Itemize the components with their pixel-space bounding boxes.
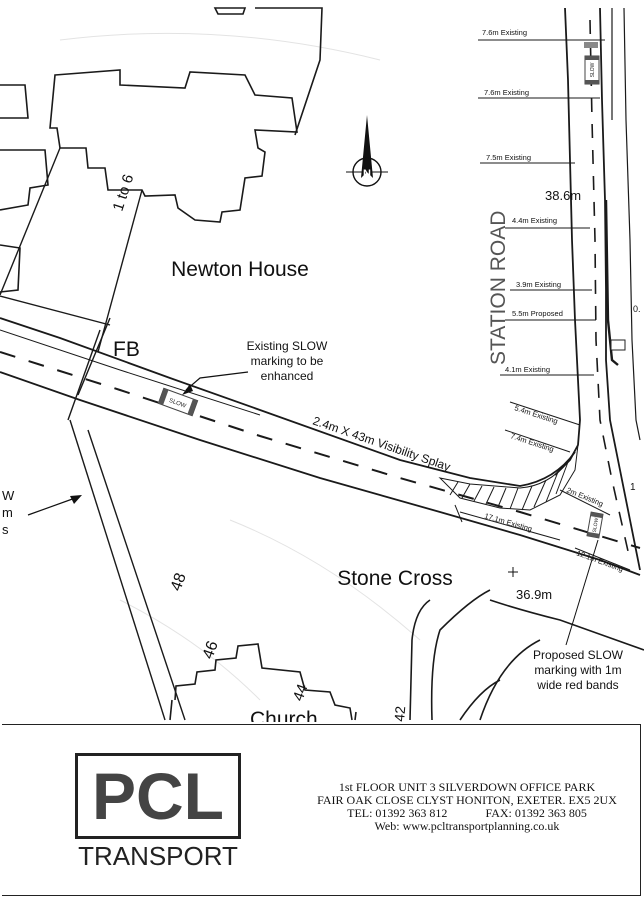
church-building-partial: [169, 643, 357, 721]
slow-road-marking: SLOW: [157, 387, 199, 417]
left-edge-label-s: s: [2, 522, 9, 537]
existing-slow-leader: [182, 371, 249, 395]
station-road-marker-block: [584, 42, 598, 48]
map-background: [0, 0, 644, 722]
proposed-slow-note-1: Proposed SLOW: [533, 648, 624, 662]
spot-height-36-9: 36.9m: [516, 587, 552, 602]
right-edge-label-1: 1: [630, 482, 636, 493]
dimension-label-4: 4.4m Existing: [512, 216, 557, 225]
main-road-edges: [0, 317, 641, 576]
site-plan-map: SLOW SLOW SLOW N: [0, 0, 644, 722]
svg-text:N: N: [363, 168, 371, 180]
faint-contour-lines: [59, 32, 421, 701]
site-plan-svg: SLOW SLOW SLOW N: [0, 0, 644, 722]
north-arrow-icon: N: [346, 115, 388, 187]
stone-cross-label: Stone Cross: [337, 567, 453, 590]
fb-label: FB: [113, 338, 140, 361]
station-road-label: STATION ROAD: [487, 211, 510, 365]
slow-text-main: SLOW: [168, 398, 187, 410]
church-label: Church: [250, 708, 318, 722]
newton-house-building: [0, 7, 323, 293]
website: Web: www.pcltransportplanning.co.uk: [374, 819, 560, 833]
pcl-logo: PCL: [75, 753, 241, 839]
spot-height-38-6: 38.6m: [545, 188, 581, 203]
logo-sub-text: TRANSPORT: [78, 841, 238, 871]
dimension-label-3: 7.5m Existing: [486, 153, 531, 162]
house-number-44: 44: [290, 682, 312, 703]
title-block: PCL TRANSPORT 1st FLOOR UNIT 3 SILVERDOW…: [2, 724, 641, 896]
visibility-splay-hatch: [438, 444, 579, 511]
left-pointer-arrow: [27, 495, 82, 516]
right-edge-label-0: 0.: [633, 304, 641, 314]
station-road-slow-marking: SLOW: [584, 55, 600, 85]
house-number-42: 42: [391, 705, 408, 722]
station-road-centreline: [589, 19, 631, 561]
dimension-label-2: 7.6m Existing: [484, 88, 529, 97]
road-centreline: [0, 351, 641, 549]
proposed-slow-marking: SLOW: [586, 511, 604, 539]
building-boundary-lines: [0, 147, 143, 353]
dimension-label-6: 5.5m Proposed: [512, 309, 563, 318]
house-number-48: 48: [168, 571, 190, 594]
existing-slow-note-2: marking to be: [251, 354, 324, 368]
house-number-46: 46: [200, 639, 222, 662]
address-line-2: FAIR OAK CLOSE CLYST HONITON, EXETER. EX…: [317, 793, 617, 807]
address-line-1: 1st FLOOR UNIT 3 SILVERDOWN OFFICE PARK: [338, 780, 596, 794]
footpath-lines: [67, 317, 186, 721]
stone-cross-kerbs: [409, 589, 644, 721]
dimension-label-7: 4.1m Existing: [505, 365, 550, 374]
proposed-slow-note-3: wide red bands: [536, 678, 618, 692]
dimension-leaders: [454, 39, 631, 571]
company-address: 1st FLOOR UNIT 3 SILVERDOWN OFFICE PARK …: [302, 781, 632, 833]
dimension-label-5: 3.9m Existing: [516, 280, 561, 289]
left-edge-label-m: m: [2, 505, 13, 520]
station-road-box: [610, 339, 626, 351]
fax: FAX: 01392 363 805: [485, 806, 587, 820]
spot-height-cross: [508, 567, 518, 577]
left-edge-label-w: W: [2, 488, 15, 503]
dimension-label-1: 7.6m Existing: [482, 28, 527, 37]
existing-slow-note-3: enhanced: [261, 369, 314, 383]
slow-text-station: SLOW: [590, 62, 596, 77]
slow-text-proposed: SLOW: [592, 517, 601, 533]
logo-main-text: PCL: [92, 759, 224, 833]
existing-slow-note-1: Existing SLOW: [247, 339, 328, 353]
proposed-slow-note-2: marking with 1m: [534, 663, 621, 677]
newton-house-label: Newton House: [171, 258, 309, 281]
contact-line: TEL: 01392 363 812 FAX: 01392 363 805: [302, 807, 632, 820]
telephone: TEL: 01392 363 812: [347, 806, 448, 820]
proposed-slow-leader: [565, 539, 599, 646]
